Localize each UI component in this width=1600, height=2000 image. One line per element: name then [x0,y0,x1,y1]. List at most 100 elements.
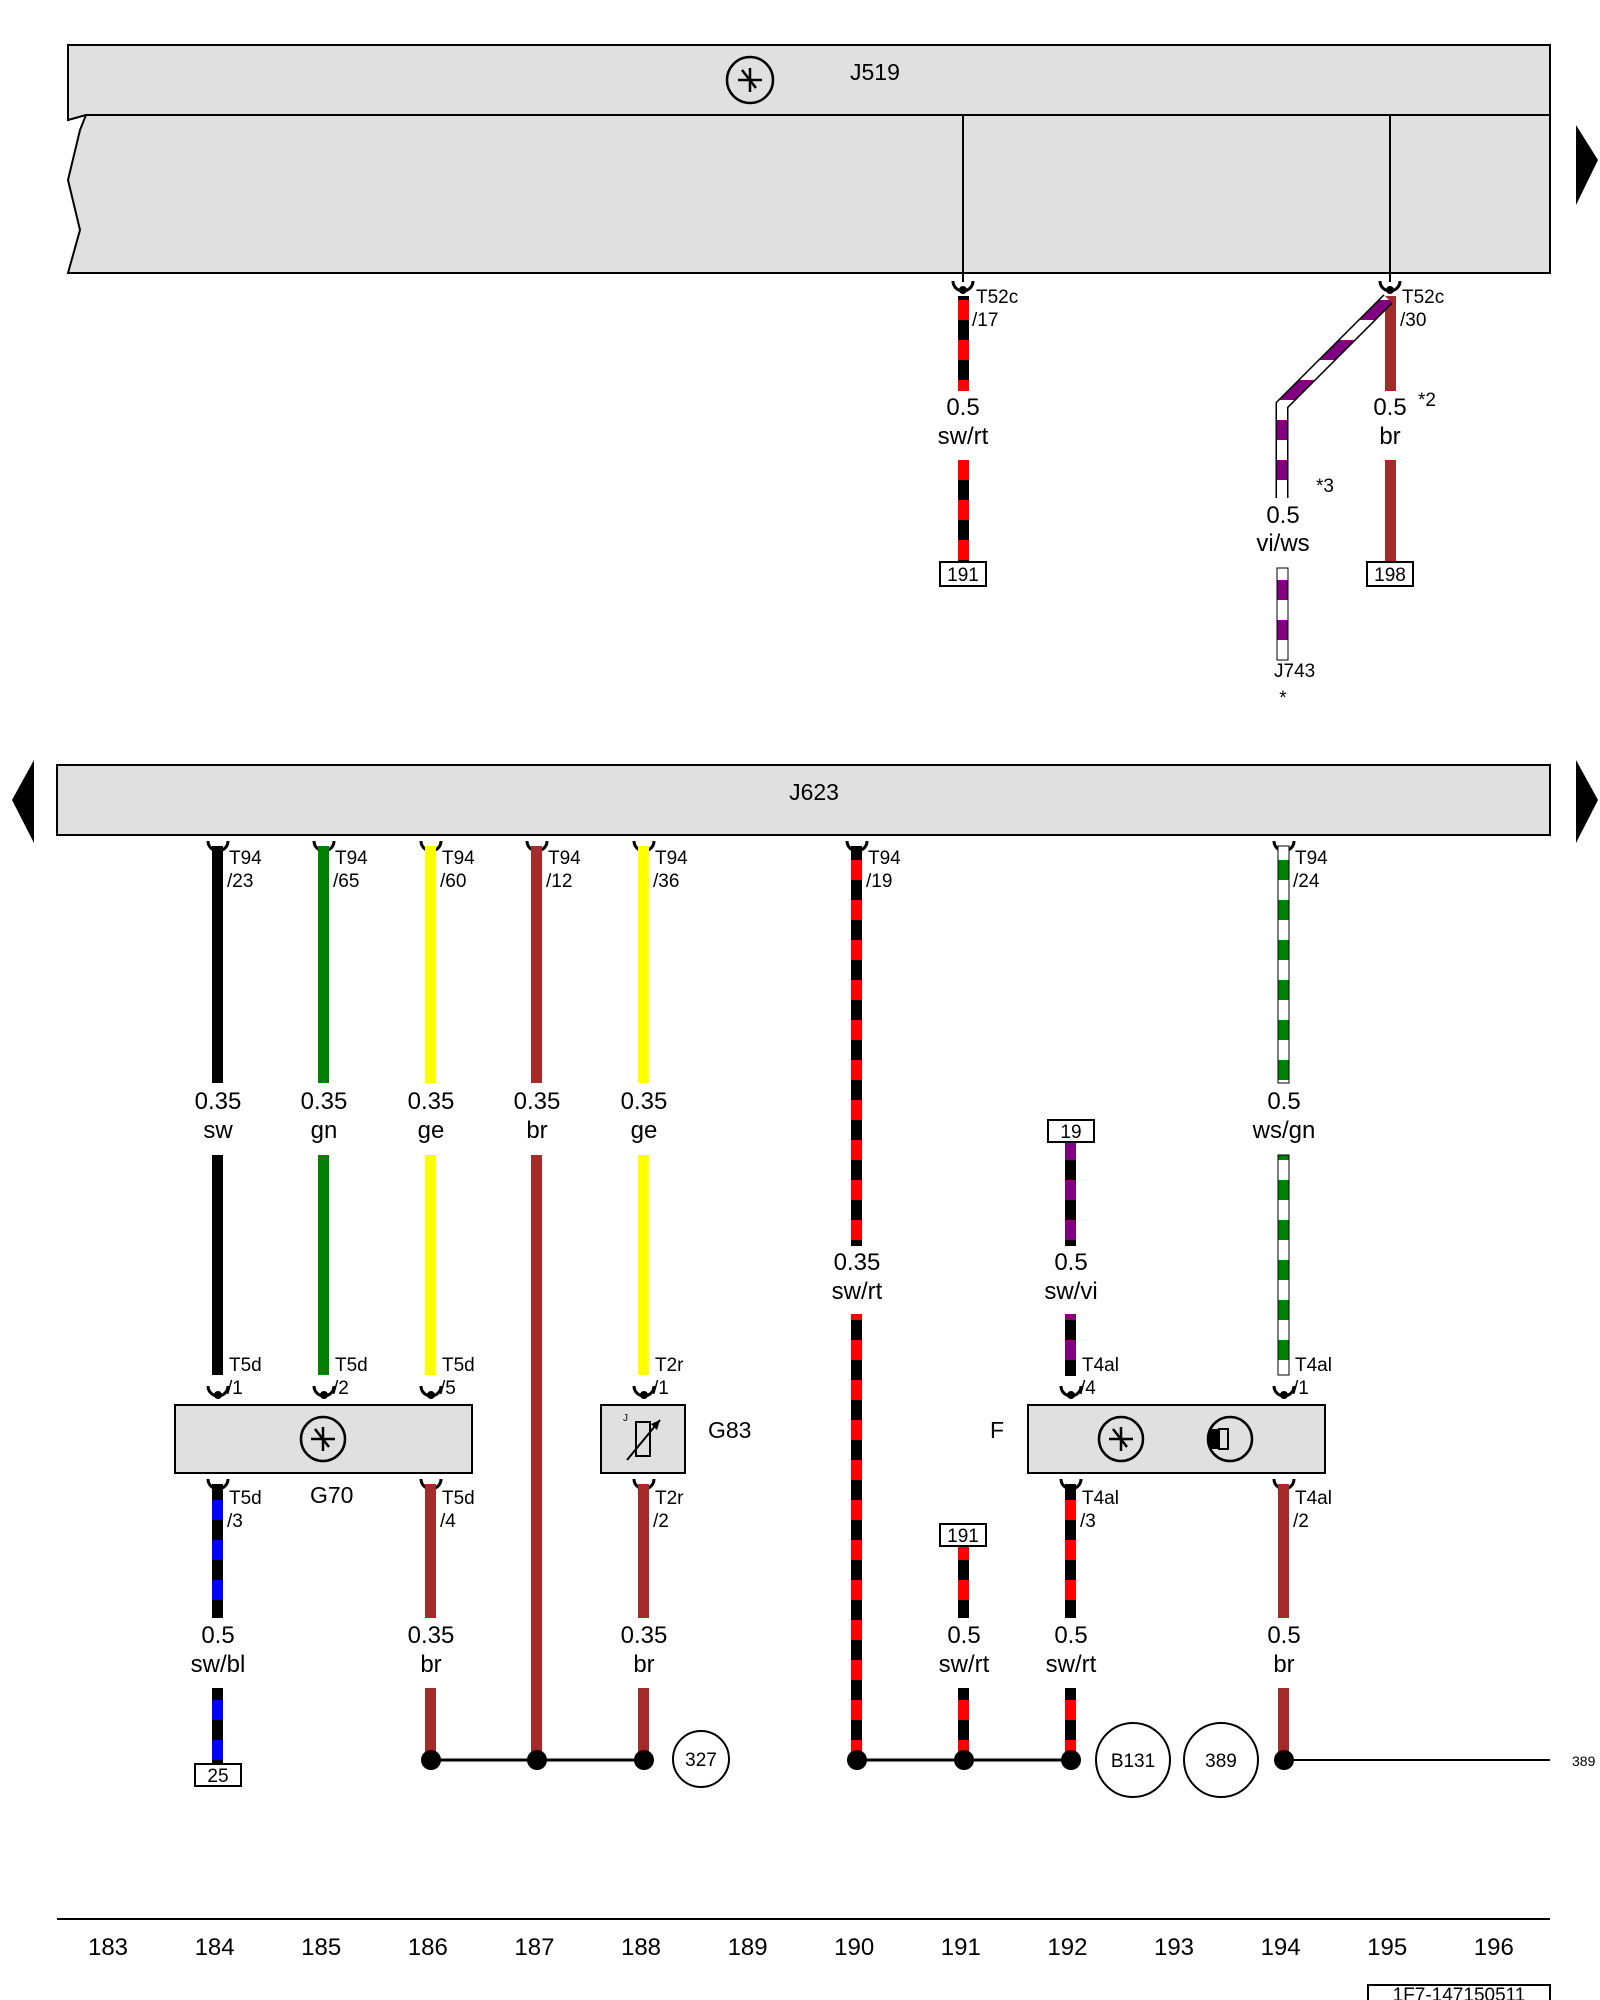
wire-color-label: br [1273,1651,1294,1678]
pin-label: T94 [229,848,262,869]
pin-label: T5d [335,1355,368,1376]
column-number: 196 [1474,1934,1514,1961]
wire-color-label: sw/rt [832,1278,883,1305]
pin-label: T94 [868,848,901,869]
column-number: 187 [514,1934,554,1961]
pin-label: T5d [442,1488,475,1509]
wire-size-label: 0.35 [408,1088,455,1115]
wire-br [1385,460,1396,562]
column-number: 195 [1367,1934,1407,1961]
pin-label: T94 [1295,848,1328,869]
reference-box[interactable]: 25 [194,1763,242,1787]
wire-size-label: 0.5 [1266,502,1299,529]
wire-color-label: vi/ws [1256,530,1309,557]
wire-sw-rt [958,1546,969,1618]
reference-box[interactable]: 19 [1047,1119,1095,1143]
component-f: F [990,1404,1326,1474]
connector-pin-icon [206,1385,230,1399]
lamp-icon [1206,1415,1254,1463]
ground-symbol-icon [1097,1415,1145,1463]
wire-color-label: sw/vi [1044,1278,1097,1305]
continue-left-arrow-icon[interactable] [12,760,34,843]
wire-br [531,1155,542,1760]
continue-right-arrow-icon[interactable] [1576,760,1598,843]
wire-ws-gn [1277,845,1290,1084]
wire-sw-vi [1065,1142,1076,1246]
column-number: 190 [834,1934,874,1961]
wire-br [1278,1688,1289,1760]
wire-size-label: 0.35 [621,1088,668,1115]
column-number: 184 [195,1934,235,1961]
svg-text:25: 25 [207,1766,228,1787]
wire-vi-ws [1276,567,1289,661]
pin-label: T52c [1402,287,1444,308]
wire-color-label: ws/gn [1252,1117,1316,1144]
pin-sub-label: /24 [1293,871,1320,892]
column-number: 191 [941,1934,981,1961]
wire-br [425,1688,436,1760]
wire-br [425,1484,436,1618]
wire-color-label: sw/rt [938,423,989,450]
ground-symbol-icon [299,1415,347,1463]
pin-sub-label: /1 [653,1378,669,1399]
component-label-g70: G70 [310,1482,353,1508]
pin-sub-label: /2 [1293,1511,1309,1532]
reference-box[interactable]: 191 [939,561,987,587]
pin-sub-label: /12 [546,871,572,892]
pin-sub-label: /65 [333,871,359,892]
svg-text:B131: B131 [1111,1751,1155,1772]
thermistor-mark: J [623,1413,628,1424]
document-id-box: 1F7-147150511 [1367,1984,1551,2000]
note-label: * [1279,688,1287,709]
wire-sw-rt [1065,1484,1076,1618]
wire-sw-vi [1065,1314,1076,1376]
ground-point-389[interactable]: 389 [1183,1722,1259,1798]
pin-label: T94 [548,848,581,869]
pin-sub-label: /4 [1080,1378,1096,1399]
wire-color-label: sw/rt [939,1651,990,1678]
wire-sw-rt [851,846,862,1246]
ground-point-b131[interactable]: B131 [1095,1722,1171,1798]
wire-ge [638,846,649,1083]
wire-color-label: br [1379,423,1400,450]
wire-size-label: 0.35 [621,1622,668,1649]
pin-sub-label: /3 [227,1511,243,1532]
connector-pin-icon [419,1385,443,1399]
reference-box[interactable]: 191 [939,1523,987,1547]
ground-point-327[interactable]: 327 [672,1730,730,1788]
wire-vi-ws-diagonal [1275,294,1393,498]
wire-sw [212,1155,223,1375]
pin-label: T2r [655,1355,684,1376]
wire-size-label: 0.35 [514,1088,561,1115]
pin-sub-label: /36 [653,871,679,892]
column-number: 183 [88,1934,128,1961]
mid-wire-labels: 0.35 sw 0.35 gn 0.35 ge 0.35 br 0.35 ge … [195,1088,1316,1305]
component-label-f: F [990,1417,1004,1443]
wire-gn [318,846,329,1083]
wire-size-label: 0.5 [947,1622,980,1649]
pin-label: T94 [655,848,688,869]
wire-color-label: ge [418,1117,445,1144]
connector-pin-icon [1378,280,1402,294]
wire-sw-rt [851,1314,862,1760]
wire-color-label: sw/bl [191,1651,246,1678]
wire-sw-rt [958,1688,969,1760]
wire-sw-rt [1065,1688,1076,1760]
reference-box[interactable]: 198 [1366,561,1414,587]
wire-size-label: 0.35 [301,1088,348,1115]
pin-sub-label: /1 [1293,1378,1309,1399]
wire-sw-bl [212,1484,223,1618]
wire-ge [425,846,436,1083]
connector-pin-icon [1059,1385,1083,1399]
column-number: 185 [301,1934,341,1961]
svg-text:191: 191 [947,565,979,586]
wire-ws-gn [1277,1154,1290,1376]
wire-size-label: 0.5 [1267,1622,1300,1649]
continue-right-arrow-icon[interactable] [1576,125,1598,205]
wire-br [638,1484,649,1618]
pin-label: T4al [1295,1355,1332,1376]
wire-sw-rt [958,460,969,562]
pin-sub-label: /1 [227,1378,243,1399]
